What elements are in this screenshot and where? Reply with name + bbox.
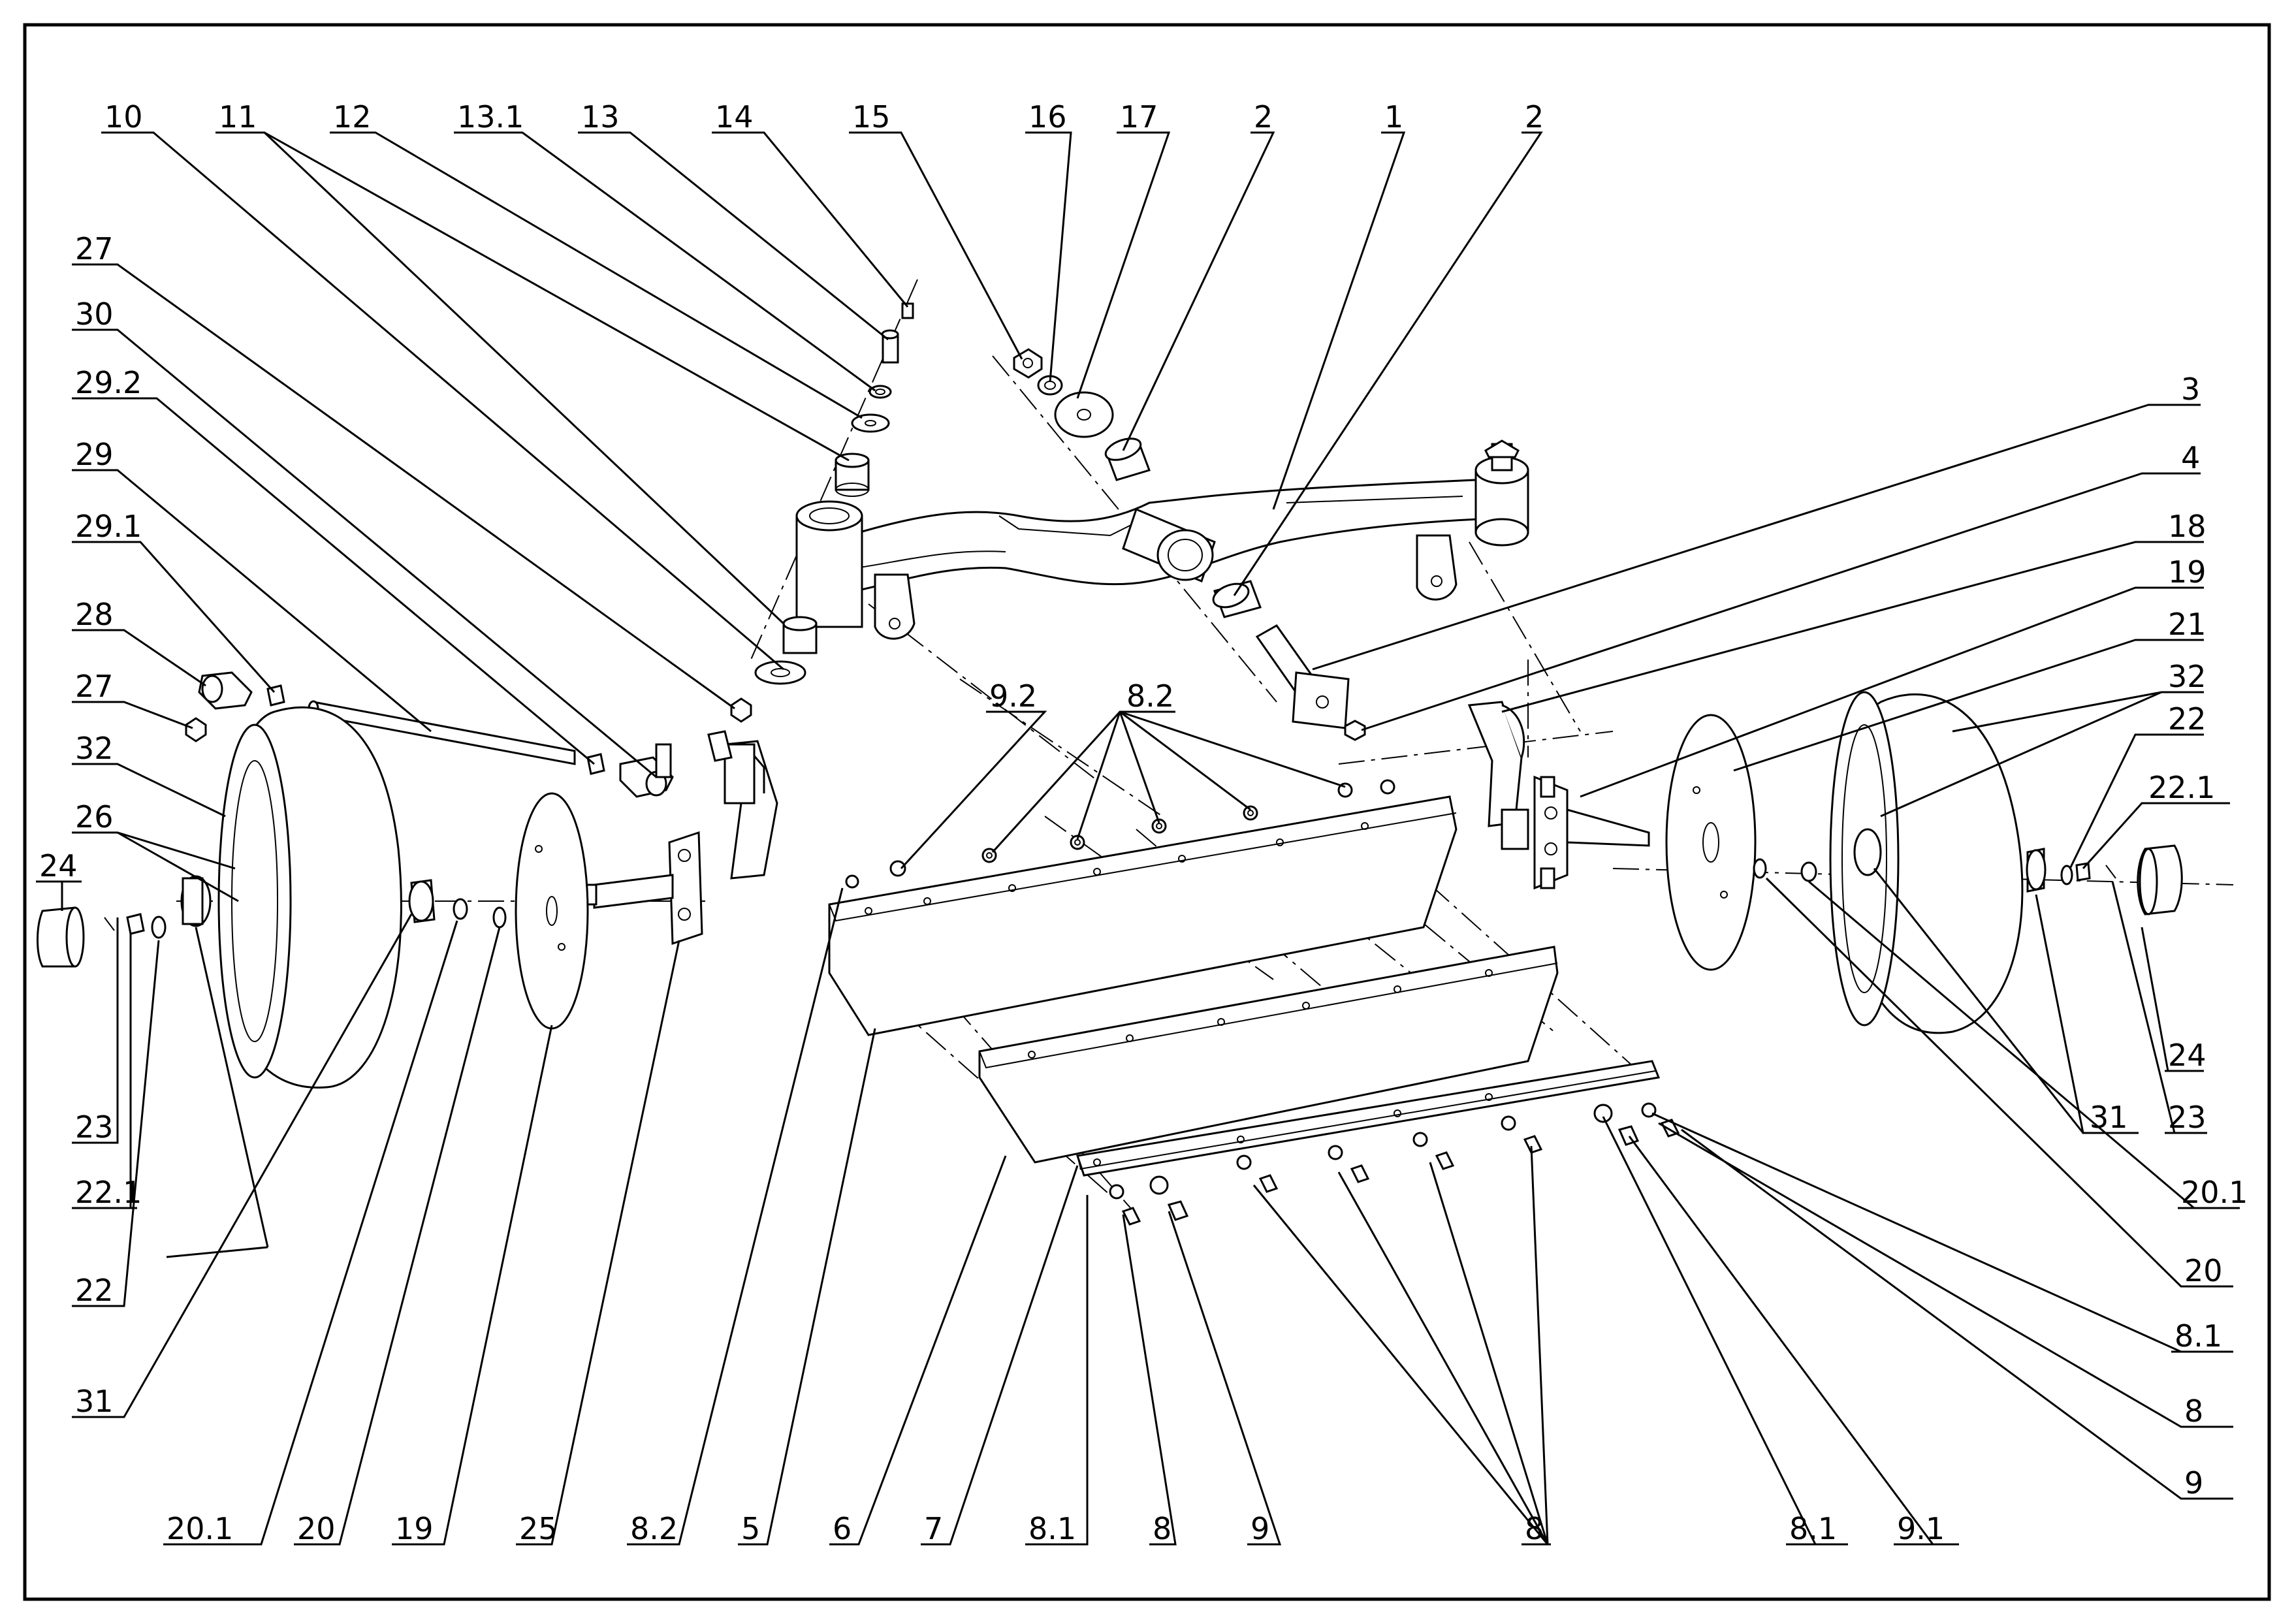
callout-22-left: 22 bbox=[75, 1273, 114, 1308]
spindle-left bbox=[583, 730, 778, 946]
callout-25: 25 bbox=[519, 1511, 558, 1546]
callout-29-2: 29.2 bbox=[75, 365, 142, 400]
callout-20-right: 20 bbox=[2184, 1253, 2223, 1288]
callout-17: 17 bbox=[1120, 99, 1158, 135]
callout-27-upper: 27 bbox=[75, 231, 114, 266]
callout-28: 28 bbox=[75, 597, 114, 632]
callout-15: 15 bbox=[852, 99, 891, 135]
callout-8-1-bottom: 8.1 bbox=[1028, 1511, 1076, 1546]
callout-8-right: 8 bbox=[2184, 1393, 2203, 1429]
callout-8-2-top: 8.2 bbox=[1126, 678, 1174, 714]
callout-7: 7 bbox=[924, 1511, 943, 1546]
callout-8-1-bottom-right: 8.1 bbox=[1789, 1511, 1837, 1546]
callout-22-1-left: 22.1 bbox=[75, 1175, 142, 1210]
callout-8-2-bottom: 8.2 bbox=[630, 1511, 678, 1546]
callout-20-1-bottom: 20.1 bbox=[167, 1511, 233, 1546]
callout-1: 1 bbox=[1384, 99, 1403, 135]
callout-22-right: 22 bbox=[2168, 701, 2206, 737]
callout-18: 18 bbox=[2168, 509, 2206, 544]
kingpin-stack-left bbox=[754, 302, 914, 685]
callout-16: 16 bbox=[1028, 99, 1067, 135]
callout-29: 29 bbox=[75, 437, 114, 472]
callout-9-right: 9 bbox=[2184, 1465, 2203, 1501]
callout-21: 21 bbox=[2168, 607, 2206, 642]
callout-20-bottom: 20 bbox=[297, 1511, 336, 1546]
callout-30: 30 bbox=[75, 296, 114, 332]
callout-6: 6 bbox=[833, 1511, 852, 1546]
callout-22-1-right: 22.1 bbox=[2148, 770, 2215, 805]
callout-10: 10 bbox=[104, 99, 143, 135]
callout-32-right: 32 bbox=[2168, 659, 2206, 694]
wheel-right bbox=[1665, 691, 2183, 1034]
callout-19-bottom: 19 bbox=[395, 1511, 434, 1546]
callout-24-right: 24 bbox=[2168, 1038, 2206, 1073]
callout-12: 12 bbox=[333, 99, 372, 135]
callout-11: 11 bbox=[219, 99, 257, 135]
callout-27-lower: 27 bbox=[75, 669, 114, 704]
wheel-left bbox=[37, 706, 589, 1089]
callout-8-1-right: 8.1 bbox=[2175, 1318, 2222, 1354]
callout-14: 14 bbox=[715, 99, 754, 135]
callout-31-left: 31 bbox=[75, 1384, 114, 1419]
callout-2-upper: 2 bbox=[1254, 99, 1273, 135]
callout-2-lower: 2 bbox=[1525, 99, 1544, 135]
plates bbox=[828, 795, 1661, 1177]
callout-19-right: 19 bbox=[2168, 554, 2206, 590]
front-axle-frame bbox=[795, 439, 1529, 640]
callout-13-1: 13.1 bbox=[457, 99, 524, 135]
callout-3: 3 bbox=[2181, 372, 2200, 407]
callout-9-1: 9.1 bbox=[1897, 1511, 1945, 1546]
callout-26: 26 bbox=[75, 799, 114, 835]
callout-5: 5 bbox=[741, 1511, 760, 1546]
callout-20-1-right: 20.1 bbox=[2181, 1175, 2248, 1210]
drawing-border bbox=[23, 23, 2271, 1601]
callout-32-left: 32 bbox=[75, 731, 114, 766]
spindle-right bbox=[1467, 701, 1650, 890]
callout-9-2: 9.2 bbox=[989, 678, 1037, 714]
callout-labels: 10 11 12 13.1 13 14 15 16 17 2 1 2 27 30… bbox=[36, 99, 2248, 1546]
callout-9-bottom: 9 bbox=[1251, 1511, 1269, 1546]
callout-13: 13 bbox=[581, 99, 620, 135]
callout-23-left: 23 bbox=[75, 1109, 114, 1145]
callout-4: 4 bbox=[2181, 440, 2200, 475]
callout-23-right: 23 bbox=[2168, 1100, 2206, 1135]
callout-8-bottom-a: 8 bbox=[1153, 1511, 1171, 1546]
callout-31-right: 31 bbox=[2090, 1100, 2128, 1135]
callout-8-bottom-b: 8 bbox=[1525, 1511, 1544, 1546]
pivot-pin-3-4 bbox=[1255, 624, 1366, 741]
callout-29-1: 29.1 bbox=[75, 509, 142, 544]
fasteners bbox=[845, 779, 1680, 1226]
callout-24-left: 24 bbox=[39, 848, 78, 884]
